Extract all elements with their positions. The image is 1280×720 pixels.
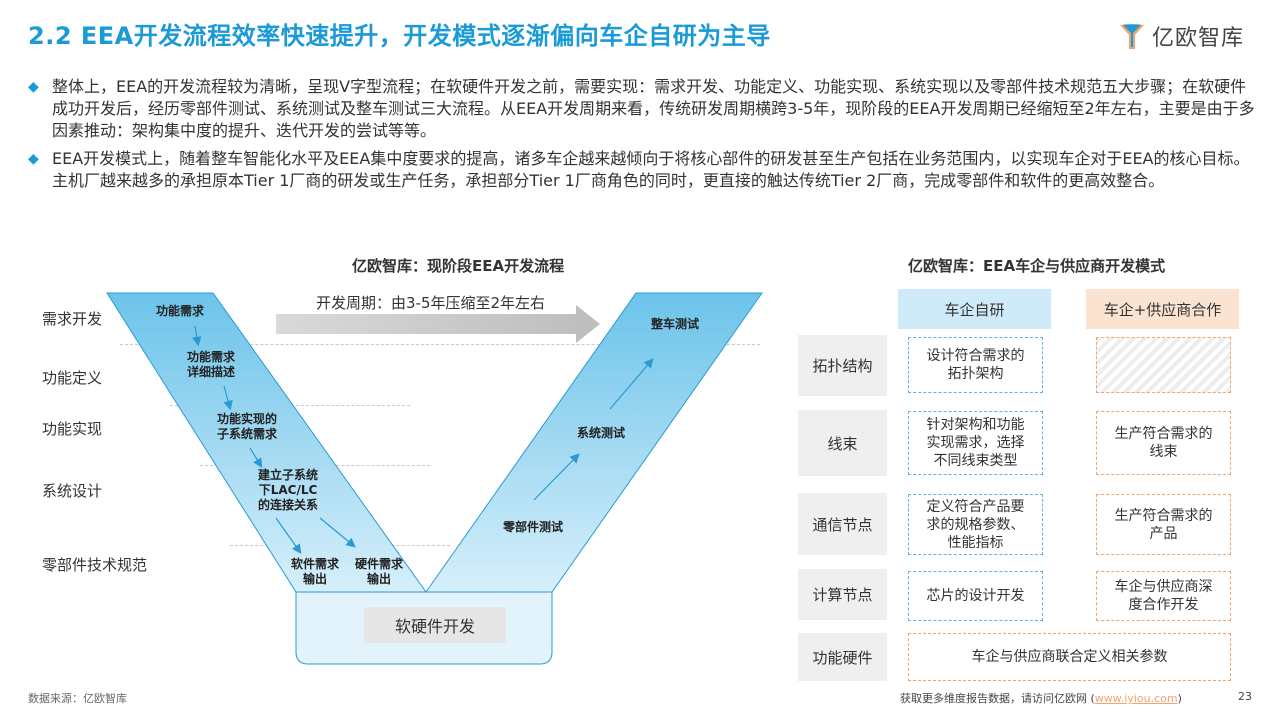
bullet-list: ◆ 整体上，EEA的开发流程较为清晰，呈现V字型流程；在软硬件开发之前，需要实现… bbox=[28, 76, 1258, 198]
flow-arrow bbox=[192, 325, 202, 347]
logo: 亿欧智库 bbox=[1118, 20, 1244, 52]
cell-harness-supplier: 生产符合需求的 线束 bbox=[1096, 411, 1231, 475]
step-subsystem-req: 功能实现的 子系统需求 bbox=[206, 412, 288, 442]
logo-text: 亿欧智库 bbox=[1152, 26, 1245, 51]
logo-icon bbox=[1120, 24, 1144, 49]
cell-compute-node-supplier: 车企与供应商深 度合作开发 bbox=[1096, 571, 1231, 621]
bullet-item: ◆ EEA开发模式上，随着整车智能化水平及EEA集中度要求的提高，诸多车企越来越… bbox=[28, 148, 1258, 192]
step-text: 下LAC/LC bbox=[258, 483, 318, 497]
step-func-req: 功能需求 bbox=[148, 304, 212, 319]
step-text: 软件需求 bbox=[290, 557, 339, 571]
step-subsystem-link: 建立子系统 下LAC/LC 的连接关系 bbox=[248, 468, 328, 513]
flow-arrow bbox=[249, 447, 263, 469]
bullet-text: EEA开发模式上，随着整车智能化水平及EEA集中度要求的提高，诸多车企越来越倾向… bbox=[52, 149, 1250, 190]
step-text: 输出 bbox=[302, 572, 327, 586]
diamond-icon: ◆ bbox=[28, 79, 39, 95]
page-title: 2.2 EEA开发流程效率快速提升，开发模式逐渐偏向车企自研为主导 bbox=[28, 22, 771, 50]
cell-harness-oem: 针对架构和功能 实现需求，选择 不同线束类型 bbox=[908, 411, 1043, 475]
cell-compute-node-oem: 芯片的设计开发 bbox=[908, 571, 1043, 621]
data-source: 数据来源：亿欧智库 bbox=[28, 692, 127, 705]
step-text: 的连接关系 bbox=[257, 498, 318, 512]
left-arm bbox=[106, 292, 427, 593]
flow-arrow bbox=[275, 517, 302, 554]
footer-link[interactable]: www.iyiou.com bbox=[1094, 692, 1178, 705]
footer: 获取更多维度报告数据，请访问亿欧网 (www.iyiou.com) bbox=[900, 690, 1182, 706]
row-label-requirements: 需求开发 bbox=[42, 310, 103, 328]
step-sw-req: 软件需求 输出 bbox=[284, 557, 346, 587]
step-hw-req: 硬件需求 输出 bbox=[348, 557, 410, 587]
step-text: 建立子系统 bbox=[257, 468, 318, 482]
period-label: 开发周期：由3-5年压缩至2年左右 bbox=[316, 294, 546, 312]
flow-arrow bbox=[533, 453, 580, 501]
cell-comm-node-oem: 定义符合产品要 求的规格参数、 性能指标 bbox=[908, 494, 1043, 555]
right-arm bbox=[425, 292, 763, 593]
flow-arrow bbox=[319, 517, 356, 548]
v-diagram-title: 亿欧智库：现阶段EEA开发流程 bbox=[352, 257, 565, 275]
step-system-test: 系统测试 bbox=[576, 426, 625, 440]
divider-line bbox=[120, 344, 760, 345]
row-label-component-spec: 零部件技术规范 bbox=[42, 556, 148, 574]
period-arrow bbox=[276, 305, 600, 343]
step-text: 输出 bbox=[366, 572, 391, 586]
step-text: 功能实现的 bbox=[216, 412, 277, 426]
row-label-implementation: 功能实现 bbox=[42, 420, 103, 438]
row-label-func-hardware: 功能硬件 bbox=[798, 633, 887, 681]
row-label-harness: 线束 bbox=[798, 410, 887, 476]
page-number: 23 bbox=[1238, 690, 1252, 703]
row-label-comm-node: 通信节点 bbox=[798, 493, 887, 555]
cell-topology-hatched bbox=[1096, 337, 1231, 393]
col-header-oem-supplier: 车企+供应商合作 bbox=[1086, 289, 1239, 329]
sw-hw-dev-box: 软硬件开发 bbox=[364, 607, 506, 643]
col-header-oem: 车企自研 bbox=[898, 289, 1051, 329]
matrix-title: 亿欧智库：EEA车企与供应商开发模式 bbox=[908, 257, 1166, 275]
footer-close: ) bbox=[1177, 692, 1182, 705]
diamond-icon: ◆ bbox=[28, 151, 39, 167]
cell-comm-node-supplier: 生产符合需求的 产品 bbox=[1096, 494, 1231, 555]
footer-text: 获取更多维度报告数据，请访问亿欧网 ( bbox=[900, 692, 1095, 705]
step-text: 子系统需求 bbox=[216, 427, 277, 441]
row-label-definition: 功能定义 bbox=[42, 369, 103, 387]
cell-topology-oem: 设计符合需求的 拓扑架构 bbox=[908, 337, 1043, 393]
step-text: 硬件需求 bbox=[354, 557, 403, 571]
flow-arrow bbox=[223, 385, 233, 411]
bullet-text: 整体上，EEA的开发流程较为清晰，呈现V字型流程；在软硬件开发之前，需要实现：需… bbox=[52, 77, 1255, 140]
row-label-compute-node: 计算节点 bbox=[798, 569, 887, 620]
flow-arrow bbox=[609, 358, 654, 410]
step-text: 功能需求 bbox=[155, 304, 204, 318]
step-text: 详细描述 bbox=[186, 365, 235, 379]
row-label-system-design: 系统设计 bbox=[42, 482, 103, 500]
bullet-item: ◆ 整体上，EEA的开发流程较为清晰，呈现V字型流程；在软硬件开发之前，需要实现… bbox=[28, 76, 1258, 142]
step-func-detail: 功能需求 详细描述 bbox=[176, 350, 246, 380]
step-text: 功能需求 bbox=[186, 350, 235, 364]
v-shape bbox=[106, 292, 763, 665]
cell-func-hardware-merged: 车企与供应商联合定义相关参数 bbox=[908, 633, 1231, 681]
step-component-test: 零部件测试 bbox=[502, 520, 563, 534]
step-vehicle-test: 整车测试 bbox=[650, 317, 699, 331]
row-label-topology: 拓扑结构 bbox=[798, 335, 887, 396]
